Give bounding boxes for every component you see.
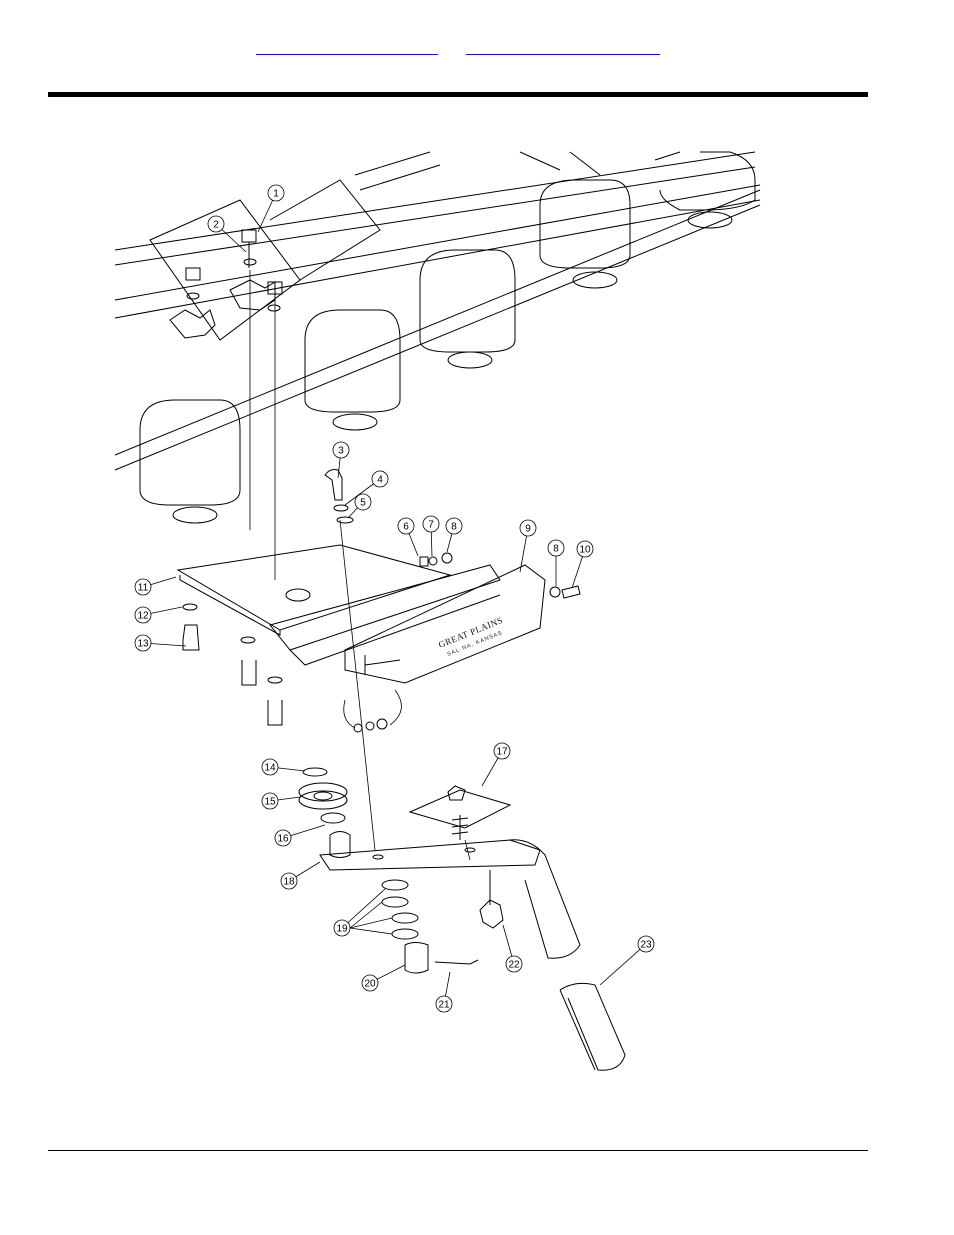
seed-cup: [139, 151, 756, 524]
callout-balloon: [505, 955, 523, 973]
callout-balloon: [332, 441, 350, 459]
footer-rule: [48, 1150, 868, 1151]
callout-balloon: [422, 515, 440, 533]
callout-balloon: [547, 539, 565, 557]
callout-balloon: [493, 742, 511, 760]
shield-bracket: [269, 564, 501, 666]
callout-balloon: [274, 829, 292, 847]
callout-number: 17: [496, 747, 508, 758]
callout-balloon: [361, 974, 379, 992]
callout-number: 16: [277, 834, 289, 845]
arm-tube: [559, 982, 626, 1071]
callout-number: 9: [525, 524, 531, 535]
callout-balloon: [261, 792, 279, 810]
callout-balloon: [134, 634, 152, 652]
washer-stack: [381, 879, 419, 940]
callout-leader: [599, 943, 647, 986]
callout-leader: [349, 927, 393, 935]
callout-number: 6: [403, 522, 409, 533]
callout-number: 8: [553, 544, 559, 555]
carriage-bolt: [324, 469, 354, 524]
callout-number: 22: [508, 960, 520, 971]
callout-balloon: [637, 935, 655, 953]
callout-balloon: [576, 540, 594, 558]
exploded-view-drawing: GREAT PLAINS SAL·NA, KANSAS 123456789810…: [114, 151, 761, 1071]
callout-number: 11: [138, 583, 149, 594]
callout-number: 2: [213, 220, 219, 231]
bracket-hole: [285, 588, 311, 602]
plate-slot: [364, 655, 401, 675]
callout-balloon: [354, 493, 372, 511]
callout-balloon: [397, 517, 415, 535]
nav-link-2[interactable]: [466, 38, 660, 55]
callout-balloon: [519, 519, 537, 537]
callout-balloon: [134, 578, 152, 596]
callout-leader: [341, 888, 386, 929]
callout-number: 1: [273, 189, 279, 200]
callout-balloon: [435, 995, 453, 1013]
callout-balloon: [445, 517, 463, 535]
callout-number: 10: [579, 545, 591, 556]
frame-bar-lower: [114, 189, 761, 471]
callout-number: 18: [283, 877, 295, 888]
meter-hopper: [149, 151, 601, 341]
callout-number: 3: [338, 446, 344, 457]
callout-balloon: [267, 184, 285, 202]
spring-plate: [408, 785, 512, 861]
bearing: [298, 782, 348, 810]
callout-balloon: [261, 758, 279, 776]
callout-number: 8: [451, 522, 457, 533]
nut-washer-group: [343, 552, 581, 733]
callout-number: 20: [364, 979, 376, 990]
snap-ring: [302, 767, 328, 777]
callout-number: 15: [264, 797, 276, 808]
bushing: [329, 831, 351, 858]
drive-arm: [319, 839, 581, 959]
callout-balloon: [333, 919, 351, 937]
callout-number: 13: [137, 639, 149, 650]
stop-block: [479, 870, 504, 929]
callout-leader: [349, 917, 393, 929]
nav-link-1[interactable]: [256, 38, 438, 55]
pivot-bushing: [404, 942, 429, 974]
callout-number: 21: [438, 1000, 450, 1011]
name-plate: [344, 564, 546, 684]
callout-number: 7: [428, 520, 434, 531]
frame-bar: [114, 151, 761, 319]
hex-bolt: [185, 229, 283, 312]
callout-number: 19: [336, 924, 348, 935]
mount-bracket: [176, 544, 452, 636]
reference-line: [249, 270, 376, 851]
callout-balloon: [371, 470, 389, 488]
roll-pin: [434, 959, 479, 965]
callout-balloon: [134, 606, 152, 624]
callout-balloon: [280, 872, 298, 890]
callout-number: 5: [360, 498, 366, 509]
callout-number: 4: [377, 475, 383, 486]
lower-bolts: [182, 603, 283, 726]
header-rule: [48, 92, 868, 97]
callout-number: 14: [264, 763, 276, 774]
header-nav: [0, 38, 954, 58]
callout-leader: [349, 901, 383, 929]
callout-balloon: [207, 215, 225, 233]
spacer-washer: [320, 812, 346, 824]
callout-number: 23: [640, 940, 652, 951]
spur-plate: [169, 309, 216, 339]
callout-number: 12: [137, 611, 149, 622]
